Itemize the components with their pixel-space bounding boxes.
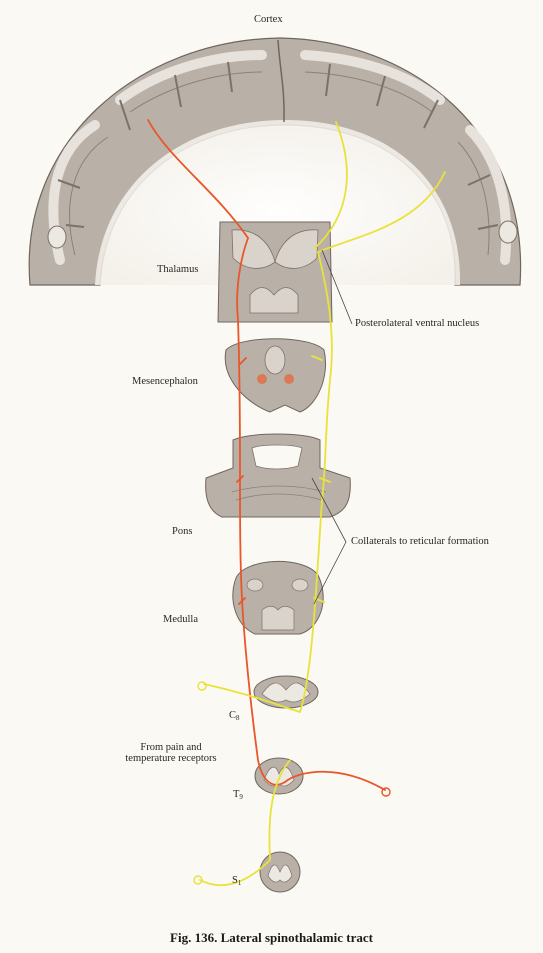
- label-from-pain: From pain and temperature receptors: [113, 742, 229, 764]
- label-pons: Pons: [172, 526, 192, 537]
- figure-caption: Fig. 136. Lateral spinothalamic tract: [0, 930, 543, 946]
- label-c8: C8: [229, 710, 240, 722]
- label-from-pain-line1: From pain and: [113, 742, 229, 753]
- pons-section: [206, 434, 351, 517]
- spinal-segment-s1: [260, 852, 300, 892]
- label-medulla: Medulla: [163, 614, 198, 625]
- label-s1: S1: [232, 875, 241, 887]
- label-from-pain-line2: temperature receptors: [113, 753, 229, 764]
- spinal-segment-c8: [254, 676, 318, 708]
- label-collaterals-reticular: Collaterals to reticular formation: [351, 536, 489, 547]
- label-t9: T9: [233, 789, 243, 801]
- label-cortex: Cortex: [254, 14, 283, 25]
- label-mesencephalon: Mesencephalon: [132, 376, 198, 387]
- medulla-section: [233, 561, 323, 634]
- thalamus-section: [218, 222, 332, 322]
- label-posterolateral-ventral-nucleus: Posterolateral ventral nucleus: [355, 318, 479, 329]
- label-thalamus: Thalamus: [157, 264, 198, 275]
